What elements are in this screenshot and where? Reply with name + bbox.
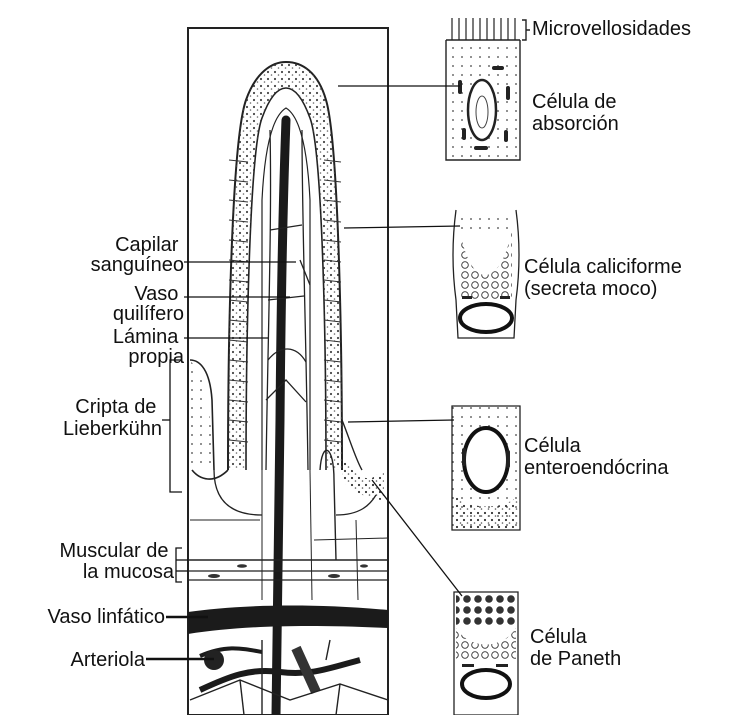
label-microvellosidades: Microvellosidades	[532, 18, 691, 40]
label-vaso-linfatico: Vaso linfático	[48, 606, 165, 628]
label-celula-caliciforme: Célula caliciforme (secreta moco)	[524, 256, 687, 300]
enteroendocrine-cell-illustration	[452, 406, 520, 530]
label-lamina-propia: Lámina propia	[113, 326, 185, 368]
label-muscular-mucosa: Muscular de la mucosa	[60, 540, 175, 583]
label-celula-paneth: Célula de Paneth	[530, 626, 621, 670]
label-vaso-quilifero: Vaso quilífero	[113, 283, 184, 325]
goblet-cell-illustration	[453, 210, 519, 338]
label-celula-enteroendocrina: Célula enteroendócrina	[524, 435, 669, 479]
label-cripta-lieberkuhn: Cripta de Lieberkühn	[63, 396, 162, 440]
label-capilar-sanguineo: Capilar sanguíneo	[91, 234, 184, 276]
villus-section	[188, 28, 388, 715]
paneth-cell-illustration	[454, 592, 518, 715]
absorptive-cell-illustration	[446, 18, 530, 160]
label-celula-absorcion: Célula de absorción	[532, 91, 622, 135]
label-arteriola: Arteriola	[71, 649, 146, 671]
